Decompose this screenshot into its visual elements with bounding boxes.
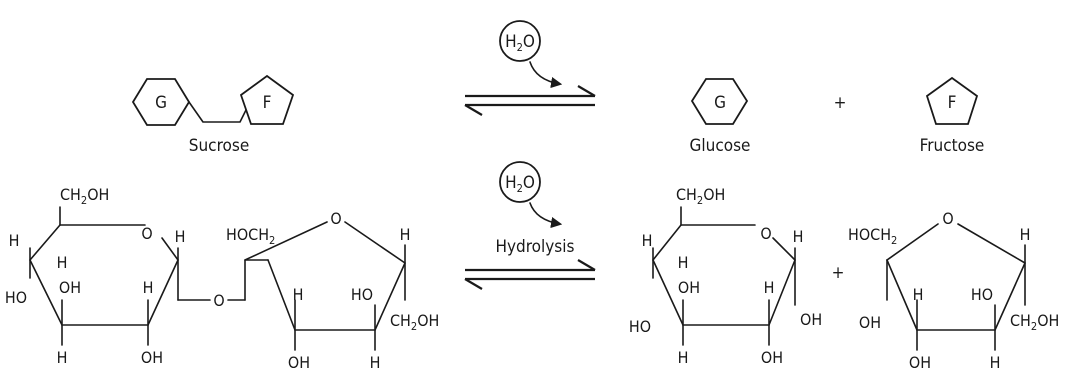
svg-text:HOCH2: HOCH2 [226, 225, 275, 247]
svg-text:HO: HO [5, 288, 27, 307]
svg-text:OH: OH [800, 310, 822, 329]
sucrose-glucose-ring: CH2OH O H H H OH H HO H OH O [5, 185, 246, 367]
glucose-shape-group: G Glucose [690, 78, 751, 156]
glucose-product-ring: CH2OH O H H H OH H HO OH H OH [629, 185, 822, 367]
sucrose-fructose-ring: HOCH2 O H H HO OH H CH2OH [226, 209, 439, 372]
svg-text:HOCH2: HOCH2 [848, 225, 897, 247]
svg-text:H: H [1020, 225, 1031, 244]
fructose-shape-group: F Fructose [920, 76, 985, 156]
svg-text:H: H [642, 231, 653, 250]
svg-text:OH: OH [288, 353, 310, 372]
fructose-pentagon-product [925, 76, 979, 125]
svg-text:O: O [330, 209, 341, 228]
svg-text:H: H [913, 285, 924, 304]
water-arrow [529, 61, 563, 89]
equilibrium-arrows-bottom [464, 259, 596, 290]
svg-text:H: H [57, 348, 68, 367]
svg-text:H: H [678, 253, 689, 272]
svg-text:CH2OH: CH2OH [60, 185, 109, 207]
svg-text:OH: OH [761, 348, 783, 367]
svg-text:H: H [175, 227, 186, 246]
svg-text:H: H [143, 278, 154, 297]
svg-text:H: H [990, 353, 1001, 372]
water-circle [499, 20, 541, 62]
svg-text:HO: HO [629, 317, 651, 336]
svg-text:OH: OH [59, 278, 81, 297]
plus-sign-top: + [834, 93, 847, 113]
svg-text:OH: OH [909, 353, 931, 372]
equilibrium-arrows-top [464, 85, 596, 116]
svg-text:CH2OH: CH2OH [390, 311, 439, 333]
svg-text:H: H [57, 253, 68, 272]
svg-text:H2O: H2O [505, 173, 535, 195]
svg-text:H2O: H2O [505, 32, 535, 54]
svg-text:H: H [9, 231, 20, 250]
hydrolysis-label: Hydrolysis [495, 237, 574, 257]
fructose-label: Fructose [920, 136, 985, 156]
svg-text:G: G [714, 93, 726, 113]
glycosidic-link-simple [188, 101, 249, 123]
glucose-letter: G [155, 93, 167, 113]
svg-text:O: O [760, 224, 771, 243]
svg-text:H: H [400, 225, 411, 244]
water-molecule-top: H2O [499, 20, 563, 89]
svg-text:H: H [370, 353, 381, 372]
svg-text:OH: OH [141, 348, 163, 367]
svg-text:H: H [678, 348, 689, 367]
glucose-label: Glucose [690, 136, 751, 156]
svg-text:HO: HO [971, 285, 993, 304]
glucose-hexagon-product [690, 78, 749, 125]
svg-text:H: H [764, 278, 775, 297]
fructose-product-ring: HOCH2 O H H HO OH OH H CH2OH [848, 209, 1059, 372]
svg-text:F: F [948, 93, 957, 113]
svg-text:O: O [942, 209, 953, 228]
svg-text:O: O [141, 224, 152, 243]
fructose-letter: F [263, 93, 272, 113]
bridging-oxygen: O [213, 291, 224, 310]
svg-text:H: H [293, 285, 304, 304]
water-molecule-bottom: H2O [499, 161, 563, 229]
plus-sign-bottom: + [832, 263, 845, 283]
svg-text:CH2OH: CH2OH [676, 185, 725, 207]
fructose-pentagon [239, 74, 295, 125]
svg-text:CH2OH: CH2OH [1010, 311, 1059, 333]
sucrose-label: Sucrose [189, 136, 249, 156]
svg-text:OH: OH [859, 313, 881, 332]
svg-text:HO: HO [351, 285, 373, 304]
svg-text:OH: OH [678, 278, 700, 297]
svg-text:H: H [793, 227, 804, 246]
sucrose-shape-group: G F Sucrose [131, 74, 295, 156]
